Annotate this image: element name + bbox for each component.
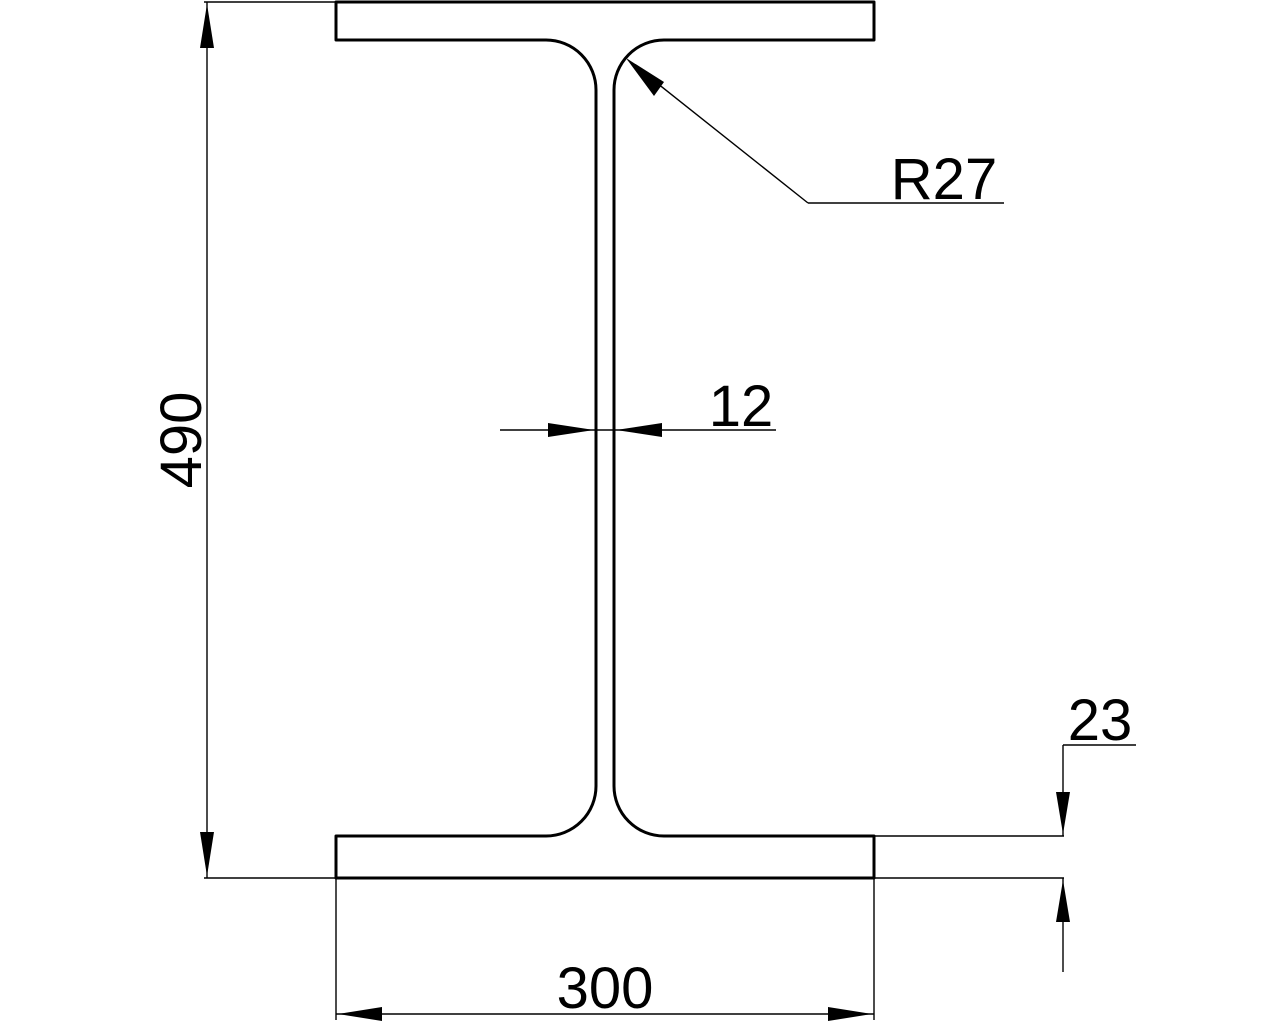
width-arrow-right xyxy=(828,1007,872,1021)
height-arrow-bottom xyxy=(200,832,214,876)
flange-arrow-top xyxy=(1056,792,1070,834)
flange-arrow-bottom xyxy=(1056,880,1070,922)
radius-label: R27 xyxy=(891,147,997,212)
width-label: 300 xyxy=(557,956,654,1021)
web-arrow-left xyxy=(548,423,594,437)
flange-thickness-label: 23 xyxy=(1068,688,1133,753)
web-thickness-dimension: 12 xyxy=(500,374,776,439)
web-thickness-label: 12 xyxy=(709,374,774,439)
height-dimension: 490 xyxy=(149,1,336,879)
flange-width-dimension: 300 xyxy=(335,878,875,1021)
height-label: 490 xyxy=(149,392,214,489)
height-arrow-top xyxy=(200,4,214,48)
flange-thickness-dimension: 23 xyxy=(874,688,1136,972)
root-radius-callout: R27 xyxy=(626,58,1004,212)
width-arrow-left xyxy=(338,1007,382,1021)
i-beam-profile xyxy=(334,0,876,880)
web-arrow-right xyxy=(616,423,662,437)
radius-arrow xyxy=(626,58,664,96)
